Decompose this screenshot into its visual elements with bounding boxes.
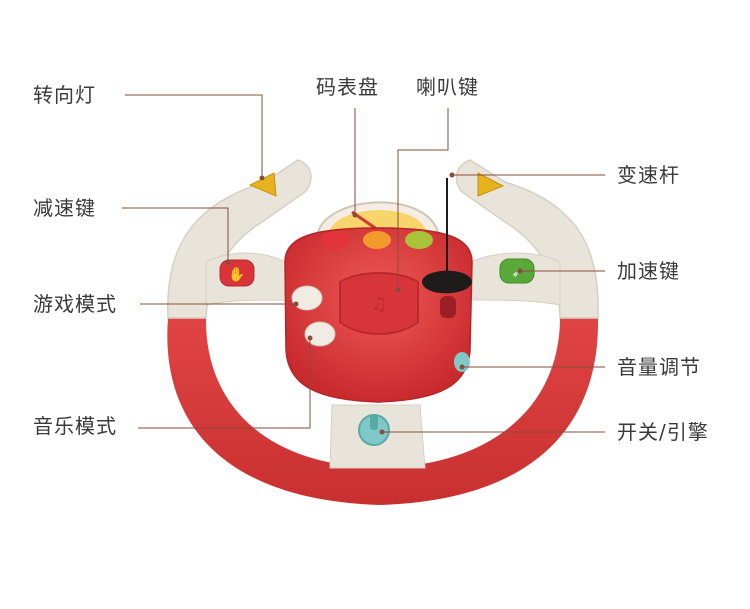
- label-accelerator: 加速键: [617, 259, 680, 283]
- leader-horn: [397, 108, 449, 290]
- leader-turn-signal: [125, 94, 263, 178]
- leader-music-mode: [138, 338, 311, 429]
- label-horn: 喇叭键: [416, 75, 479, 99]
- wing-icon: ➶: [512, 266, 523, 281]
- label-gear-lever: 变速杆: [617, 163, 680, 187]
- ignition-key: [370, 414, 378, 430]
- label-ignition: 开关/引擎: [617, 420, 709, 444]
- horn-icon: ♫: [371, 294, 387, 315]
- game-mode-button[interactable]: [291, 285, 323, 311]
- turn-signal-right-button[interactable]: [477, 172, 505, 197]
- gear-lever-slot: [440, 296, 456, 318]
- gear-lever[interactable]: [422, 270, 472, 294]
- leader-dots: [225, 172, 523, 435]
- leader-brake: [122, 207, 229, 262]
- hand-icon: ✋: [228, 266, 245, 283]
- label-speedometer: 码表盘: [316, 75, 379, 99]
- indicator-light-green: [405, 231, 433, 249]
- label-brake: 减速键: [33, 196, 96, 220]
- label-game-mode: 游戏模式: [33, 292, 117, 316]
- brake-button[interactable]: [219, 259, 255, 287]
- label-turn-signal: 转向灯: [33, 83, 96, 107]
- wheel-rim-red: [167, 318, 599, 505]
- label-volume: 音量调节: [617, 355, 701, 379]
- indicator-light-orange: [363, 231, 391, 249]
- indicator-light-red: [321, 231, 349, 249]
- music-mode-button[interactable]: [304, 321, 336, 347]
- leader-lines: [122, 94, 605, 433]
- label-music-mode: 音乐模式: [33, 414, 117, 438]
